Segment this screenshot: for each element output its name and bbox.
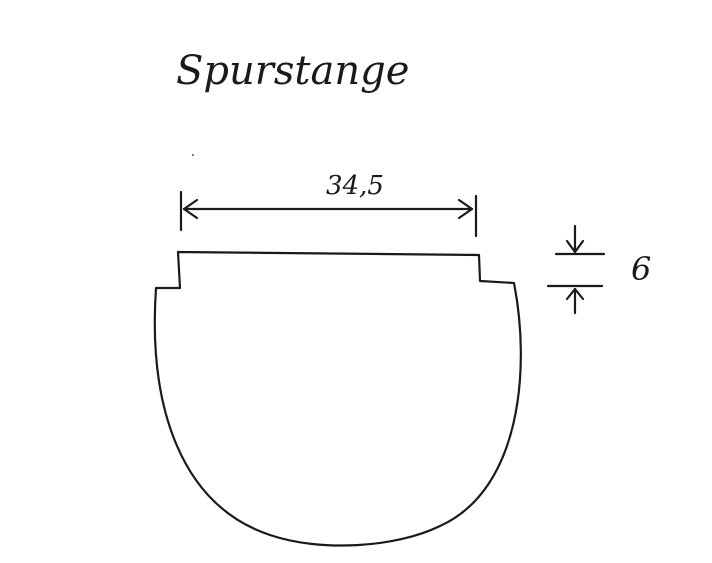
pencil-dot bbox=[192, 154, 194, 156]
width-dimension-label: 34,5 bbox=[326, 171, 384, 201]
thickness-dimension bbox=[546, 224, 606, 315]
cross-section-outline bbox=[153, 250, 522, 547]
thickness-dimension-label: 6 bbox=[631, 250, 651, 288]
width-dimension-line bbox=[182, 198, 474, 220]
sketch-title: Spurstange bbox=[176, 48, 409, 94]
